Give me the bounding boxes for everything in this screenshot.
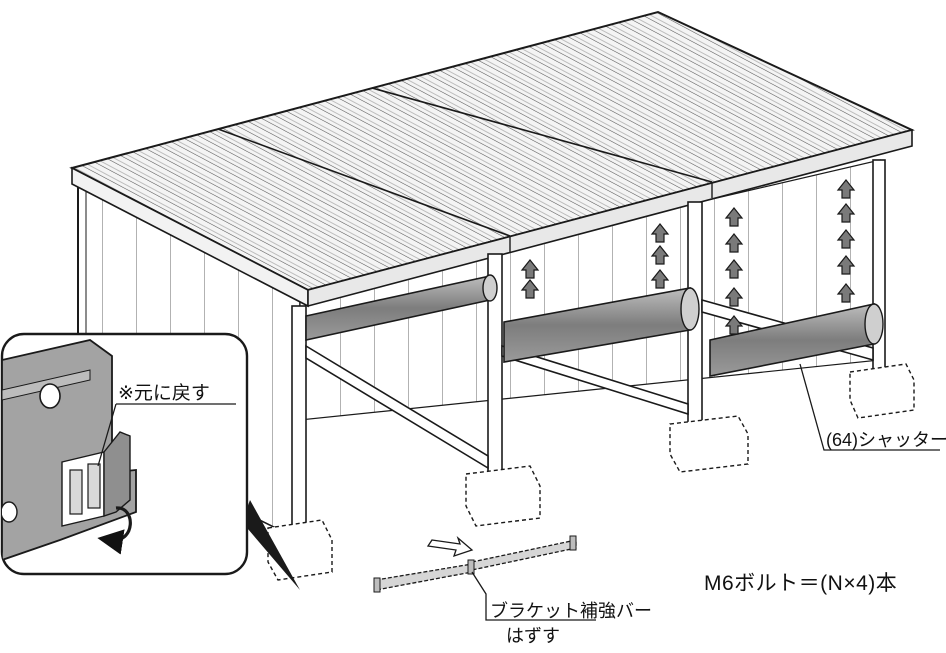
bracket-bar-label: ブラケット補強バー xyxy=(490,601,652,621)
shutter-boxes xyxy=(305,274,884,377)
return-note-label: ※元に戻す xyxy=(118,383,210,404)
bracket-reinforcement-bar xyxy=(373,535,596,621)
shutter-leader xyxy=(799,363,940,451)
shutter-label: (64)シャッター xyxy=(826,430,946,450)
roof xyxy=(69,10,915,308)
lift-arrows xyxy=(520,179,856,335)
inset-pointer xyxy=(242,500,300,590)
remove-label: はずす xyxy=(506,626,560,646)
bolt-formula-label: M6ボルト＝(N×4)本 xyxy=(704,572,898,595)
foundations xyxy=(267,363,915,581)
detail-inset xyxy=(0,332,249,576)
